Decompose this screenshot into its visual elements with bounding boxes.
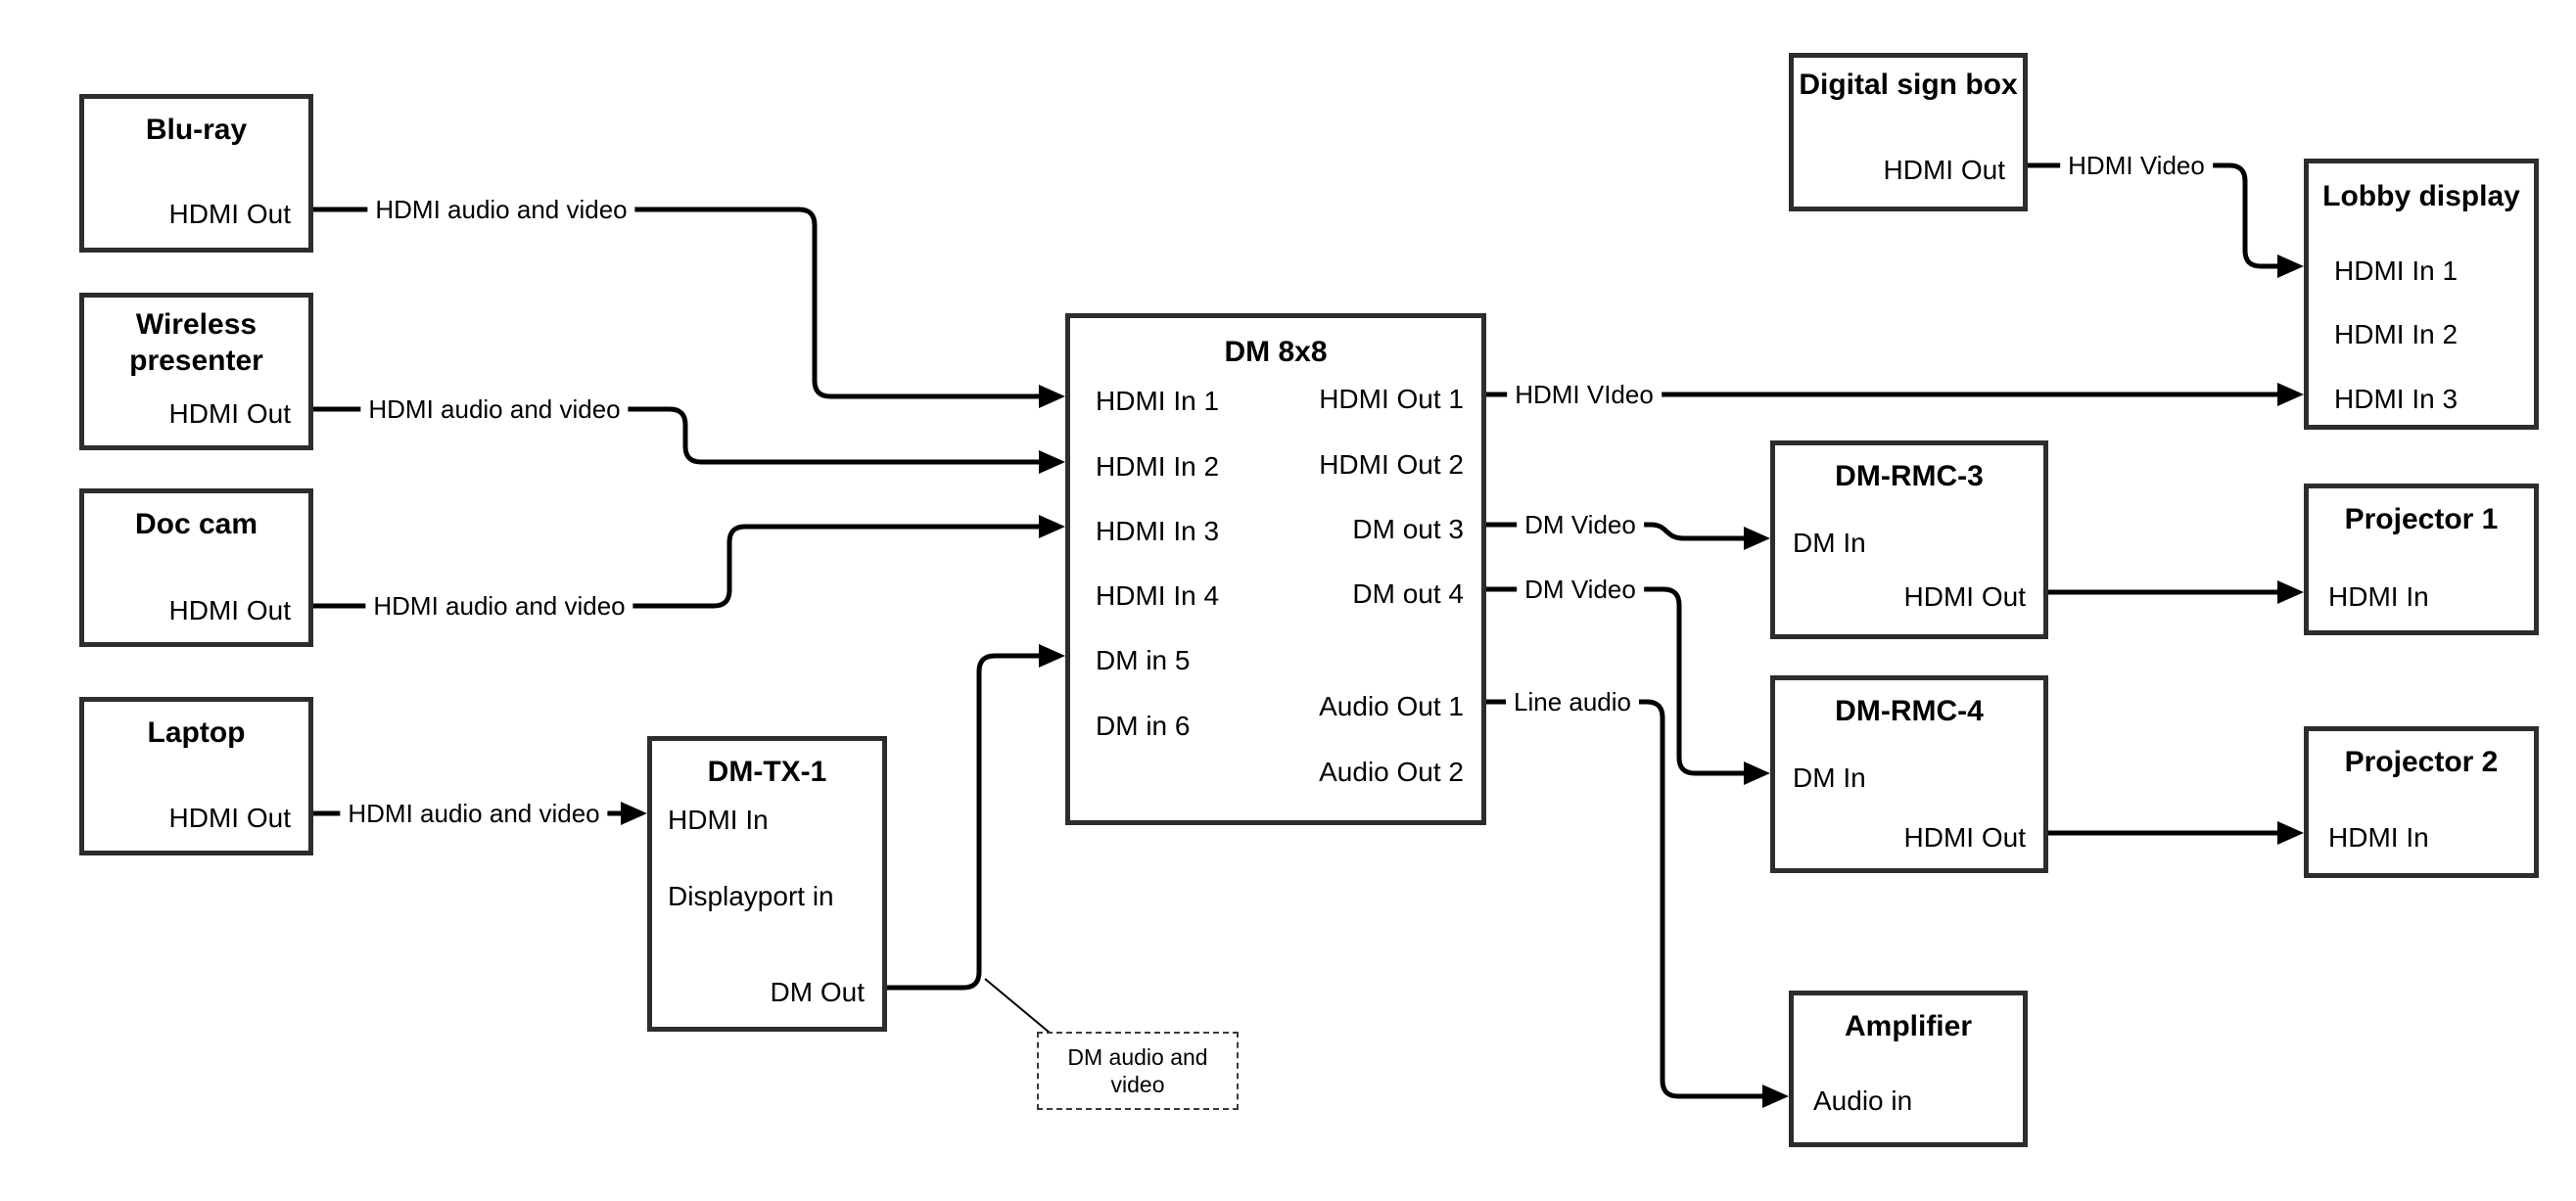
wire-bluray-to-hdmi-in-1 [313, 207, 1065, 408]
node-lobby-display: Lobby display HDMI In 1 HDMI In 2 HDMI I… [2304, 159, 2539, 430]
port-audio-out-2: Audio Out 2 [1319, 757, 1464, 787]
arrowhead [1039, 515, 1065, 538]
wire-dm-out-4-to-rmc4 [1486, 586, 1770, 785]
port-dm-out: DM Out [770, 977, 865, 1007]
node-dm-tx-1: DM-TX-1 HDMI In Displayport in DM Out [647, 736, 887, 1032]
note-text: DM audio and video [1067, 1044, 1208, 1097]
node-projector-2: Projector 2 HDMI In [2304, 726, 2539, 878]
wire-doccam-to-hdmi-in-3 [313, 515, 1065, 609]
wire-label-bluray: HDMI audio and video [367, 194, 635, 225]
port-dm-in-5: DM in 5 [1096, 645, 1191, 675]
node-doc-cam: Doc cam HDMI Out [79, 488, 313, 647]
node-title: Projector 2 [2344, 746, 2499, 778]
arrowhead [1744, 527, 1770, 550]
node-title: DM 8x8 [1224, 336, 1328, 368]
node-title: DM-RMC-3 [1835, 460, 1984, 492]
port-dm-in: DM In [1793, 762, 1866, 793]
node-title: Doc cam [134, 508, 258, 540]
port-dm-in-6: DM in 6 [1096, 711, 1191, 741]
port-hdmi-in-2: HDMI In 2 [1096, 451, 1220, 482]
node-dm-8x8: DM 8x8 HDMI In 1 HDMI In 2 HDMI In 3 HDM… [1065, 313, 1486, 825]
port-hdmi-out: HDMI Out [1883, 155, 2005, 185]
port-dm-in: DM In [1793, 528, 1866, 558]
arrowhead [1039, 385, 1065, 408]
port-dm-out-3: DM out 3 [1352, 514, 1464, 544]
wire-rmc3-to-projector1 [2048, 580, 2304, 604]
port-dm-out-4: DM out 4 [1352, 578, 1464, 609]
wire-audio-out-1-to-amplifier [1486, 699, 1789, 1108]
port-hdmi-out: HDMI Out [168, 199, 291, 229]
port-hdmi-in-3: HDMI In 3 [1096, 516, 1220, 546]
node-title: Amplifier [1844, 1010, 1973, 1042]
port-hdmi-in: HDMI In [668, 805, 769, 835]
port-hdmi-in: HDMI In [2328, 822, 2429, 853]
node-bluray: Blu-ray HDMI Out [79, 94, 313, 253]
wire-rmc4-to-projector2 [2048, 821, 2304, 845]
node-dm-rmc-3: DM-RMC-3 DM In HDMI Out [1770, 440, 2048, 639]
arrowhead [2277, 821, 2304, 845]
wire-label-line-audio: Line audio [1506, 686, 1639, 717]
node-wireless-presenter: Wireless presenter HDMI Out [79, 293, 313, 450]
node-laptop: Laptop HDMI Out [79, 697, 313, 855]
port-audio-in: Audio in [1813, 1086, 1913, 1116]
port-hdmi-in-4: HDMI In 4 [1096, 580, 1220, 611]
arrowhead [2277, 383, 2304, 406]
wire-label-dm-video-4: DM Video [1517, 574, 1644, 605]
wire-label-wireless: HDMI audio and video [360, 393, 629, 425]
note-leader-line [984, 978, 1056, 1039]
port-hdmi-out: HDMI Out [168, 398, 291, 429]
node-title: DM-TX-1 [707, 756, 827, 788]
port-hdmi-out-2: HDMI Out 2 [1319, 449, 1464, 480]
port-hdmi-out: HDMI Out [168, 595, 291, 625]
node-title: Projector 1 [2344, 503, 2499, 535]
node-title: Lobby display [2322, 180, 2520, 212]
wire-sign-to-lobby-in-1 [2028, 162, 2304, 278]
port-hdmi-out: HDMI Out [1903, 581, 2026, 612]
node-title: Wireless presenter [129, 308, 263, 377]
node-title: Blu-ray [145, 114, 248, 146]
port-hdmi-in-3: HDMI In 3 [2334, 384, 2459, 414]
node-title: Laptop [147, 716, 246, 749]
wire-label-sign-hdmi-video: HDMI Video [2060, 150, 2213, 181]
arrowhead [1039, 644, 1065, 668]
port-hdmi-out: HDMI Out [1903, 822, 2026, 853]
wire-label-laptop: HDMI audio and video [340, 798, 608, 829]
arrowhead [2277, 254, 2304, 278]
wire-label-doccam: HDMI audio and video [365, 590, 633, 622]
arrowhead [1039, 450, 1065, 474]
port-hdmi-in-1: HDMI In 1 [1096, 386, 1220, 416]
port-hdmi-in-2: HDMI In 2 [2334, 319, 2459, 349]
port-hdmi-out-1: HDMI Out 1 [1319, 384, 1464, 414]
node-title: DM-RMC-4 [1835, 695, 1984, 727]
port-audio-out-1: Audio Out 1 [1319, 691, 1464, 721]
arrowhead [621, 802, 647, 825]
port-hdmi-in-1: HDMI In 1 [2334, 255, 2459, 286]
node-amplifier: Amplifier Audio in [1789, 991, 2028, 1147]
port-hdmi-in: HDMI In [2328, 581, 2429, 612]
wire-label-dm-video-3: DM Video [1517, 509, 1644, 540]
arrowhead [2277, 580, 2304, 604]
wire-wireless-to-hdmi-in-2 [313, 406, 1065, 474]
arrowhead [1762, 1085, 1789, 1108]
node-digital-sign-box: Digital sign box HDMI Out [1789, 53, 2028, 211]
wire-dmtx1-to-dm-in-5 [887, 644, 1065, 991]
node-dm-rmc-4: DM-RMC-4 DM In HDMI Out [1770, 675, 2048, 873]
note-dm-audio-and-video: DM audio and video [1037, 1032, 1239, 1110]
port-displayport-in: Displayport in [668, 881, 834, 911]
arrowhead [1744, 762, 1770, 785]
wire-label-hdmi-video-out1: HDMI VIdeo [1507, 379, 1662, 410]
wire-dm-out-3-to-rmc3 [1486, 522, 1770, 550]
port-hdmi-out: HDMI Out [168, 803, 291, 833]
node-projector-1: Projector 1 HDMI In [2304, 484, 2539, 635]
node-title: Digital sign box [1799, 69, 2018, 101]
